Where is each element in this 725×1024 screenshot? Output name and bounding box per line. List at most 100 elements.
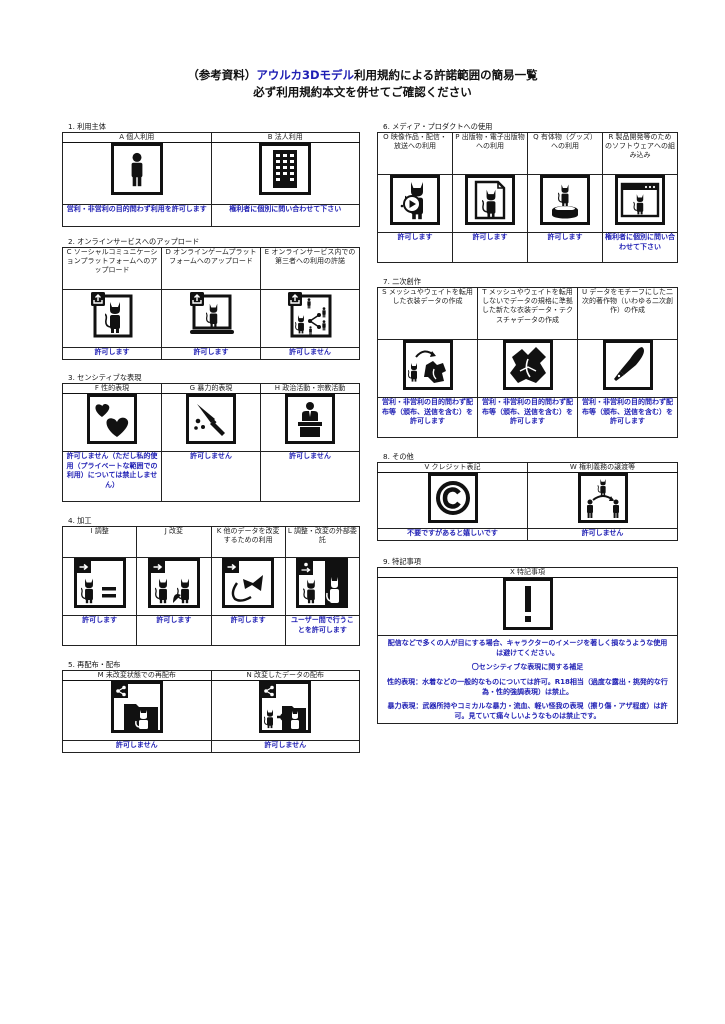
result-j: 許可します (136, 615, 212, 646)
item-title-k: K 他のデータを改変するための利用 (210, 526, 286, 558)
section-label: 6. メディア・プロダクトへの使用 (383, 122, 493, 131)
software-window-icon (615, 175, 665, 225)
note-sensitive-heading: 〇センシティブな表現に関する補足 (471, 663, 584, 672)
section-3-sensitive-expression: 3. センシティブな表現 F 性的表現 G 暴力的表現 H 政治活動・宗教活動 (62, 372, 360, 503)
permission-table: F 性的表現 G 暴力的表現 H 政治活動・宗教活動 (62, 382, 360, 503)
section-label: 3. センシティブな表現 (68, 373, 142, 382)
podium-speaker-icon (285, 394, 335, 445)
costume-transfer-icon (402, 340, 453, 390)
title-model-name: アウルカ3Dモデル (256, 68, 355, 82)
page-title: （参考資料）アウルカ3Dモデル利用規約による許諾範囲の簡易一覧 (0, 67, 725, 84)
item-title-o: O 映像作品・配信・放送への利用 (377, 132, 453, 175)
outsource-icon (296, 558, 349, 608)
modify-icon (147, 558, 200, 608)
permission-table: M 未改変状態での再配布 N 改変したデータの配布 (62, 669, 360, 754)
item-title-f: F 性的表現 (62, 382, 162, 395)
hearts-icon (87, 394, 137, 445)
result-n: 許可しません (210, 740, 360, 754)
title-prefix: （参考資料） (187, 68, 257, 82)
permission-table: C ソーシャルコミュニケーションプラットフォームへのアップロード D オンライン… (62, 247, 360, 360)
result-m: 許可しません (62, 740, 212, 754)
publication-icon (465, 175, 515, 225)
icon-cell (284, 557, 361, 616)
item-title-m: M 未改変状態での再配布 (62, 669, 212, 682)
upload-sns-icon (89, 290, 135, 338)
icon-cell (62, 680, 212, 742)
icon-cell (602, 174, 678, 233)
permission-table: V クレジット表記 W 権利義務の譲渡等 (377, 461, 678, 542)
result-c: 許可します (62, 347, 162, 360)
icon-cell (136, 557, 212, 616)
person-icon (110, 143, 163, 196)
notes-body: 配信などで多くの人が目にする場合、キャラクターのイメージを著しく損なうような使用… (377, 635, 678, 725)
section-9-special-notes: 9. 特記事項 X 特記事項 配信などで多くの人が目にする場合、キャラクターのイ… (377, 556, 678, 725)
result-i: 許可します (61, 615, 138, 646)
costume-new-icon (502, 340, 553, 390)
item-title-i: I 調整 (61, 526, 138, 558)
section-1-usage-subject: 1. 利用主体 A 個人利用 B 法人利用 (62, 121, 360, 228)
icon-cell (377, 577, 678, 637)
note-general: 配信などで多くの人が目にする場合、キャラクターのイメージを著しく損なうような使用… (387, 639, 668, 657)
section-7-derivative-works: 7. 二次創作 S メッシュやウェイトを転用した衣装データの作成 T メッシュや… (377, 276, 678, 438)
icon-cell (62, 142, 212, 206)
item-title-q: Q 有体物（グッズ）への利用 (527, 132, 603, 175)
icon-cell (527, 472, 678, 530)
result-a: 営利・非営利の目的問わず利用を許可します (62, 204, 212, 228)
permission-table: S メッシュやウェイトを転用した衣装データの作成 T メッシュやウェイトを転用し… (377, 287, 678, 438)
knife-icon (186, 394, 236, 445)
result-k: 許可します (210, 615, 286, 646)
section-label: 1. 利用主体 (68, 122, 106, 131)
item-title-b: B 法人利用 (210, 131, 360, 144)
result-r: 権利者に個別に問い合わせて下さい (602, 232, 678, 263)
icon-cell (210, 557, 286, 616)
upload-game-icon (186, 290, 236, 338)
icon-cell (577, 339, 678, 398)
icon-cell (260, 393, 360, 453)
result-u: 営利・非営利の目的問わず配布等（頒布、送信を含む）を許可します (577, 397, 678, 438)
section-2-online-upload: 2. オンラインサービスへのアップロード C ソーシャルコミュニケーションプラッ… (62, 236, 360, 360)
result-f: 許可しません（ただし私的使用（プライベートな範囲での利用）については禁止しません… (62, 451, 162, 503)
figure-goods-icon (540, 175, 590, 225)
result-o: 許可します (377, 232, 453, 263)
note-violent-expression: 暴力表現：武器所持やコミカルな暴力・流血、軽い怪我の表現（擦り傷・アザ程度）は許… (387, 702, 668, 720)
parts-reuse-icon (222, 558, 275, 608)
redistribute-icon (110, 681, 163, 734)
result-w: 許可しません (527, 528, 678, 542)
transfer-rights-icon (577, 473, 628, 524)
item-title-e: E オンラインサービス内での第三者への利用の許諾 (260, 247, 360, 290)
result-l: ユーザー間で行うことを許可します (284, 615, 361, 646)
item-title-a: A 個人利用 (62, 131, 212, 144)
icon-cell (377, 472, 528, 530)
section-label: 8. その他 (383, 452, 414, 461)
icon-cell (161, 393, 261, 453)
page-subtitle: 必ず利用規約本文を併せてご確認ください (253, 85, 472, 99)
section-label: 5. 再配布・配布 (68, 660, 121, 669)
notes-table: X 特記事項 配信などで多くの人が目にする場合、キャラクターのイメージを著しく損… (377, 566, 678, 725)
result-g: 許可しません (161, 451, 261, 503)
section-4-processing: 4. 加工 I 調整 J 改変 K 他のデータを改変するための利用 L 調整・改… (61, 515, 361, 646)
icon-cell (527, 174, 603, 233)
result-b: 権利者に個別に問い合わせて下さい (210, 204, 360, 228)
icon-cell (452, 174, 528, 233)
icon-cell (210, 142, 360, 206)
permission-table: I 調整 J 改変 K 他のデータを改変するための利用 L 調整・改変の外部委託 (61, 526, 361, 646)
result-h: 許可しません (260, 451, 360, 503)
item-title-g: G 暴力的表現 (161, 382, 261, 395)
item-title-r: R 製品開発等のためのソフトウェアへの組み込み (602, 132, 678, 175)
building-icon (259, 143, 312, 196)
section-8-other: 8. その他 V クレジット表記 W 権利義務の譲渡等 (377, 451, 678, 542)
item-title-t: T メッシュやウェイトを転用しないでデータの規格に準拠した新たな衣装データ・テク… (477, 287, 578, 340)
icon-cell (260, 289, 360, 348)
section-label: 9. 特記事項 (383, 557, 421, 566)
item-title-w: W 権利義務の譲渡等 (527, 461, 678, 474)
icon-cell (61, 557, 138, 616)
pen-icon (602, 340, 653, 390)
permission-table: A 個人利用 B 法人利用 (62, 131, 360, 228)
note-sexual-expression: 性的表現：水着などの一般的なものについては許可。R18相当（過度な露出・挑発的な… (387, 677, 668, 696)
notes-title: X 特記事項 (377, 566, 678, 579)
item-title-v: V クレジット表記 (377, 461, 528, 474)
result-t: 営利・非営利の目的問わず配布等（頒布、送信を含む）を許可します (477, 397, 578, 438)
icon-cell (210, 680, 360, 742)
section-6-media-product: 6. メディア・プロダクトへの使用 O 映像作品・配信・放送への利用 P 出版物… (377, 121, 678, 263)
copyright-icon (427, 473, 478, 524)
